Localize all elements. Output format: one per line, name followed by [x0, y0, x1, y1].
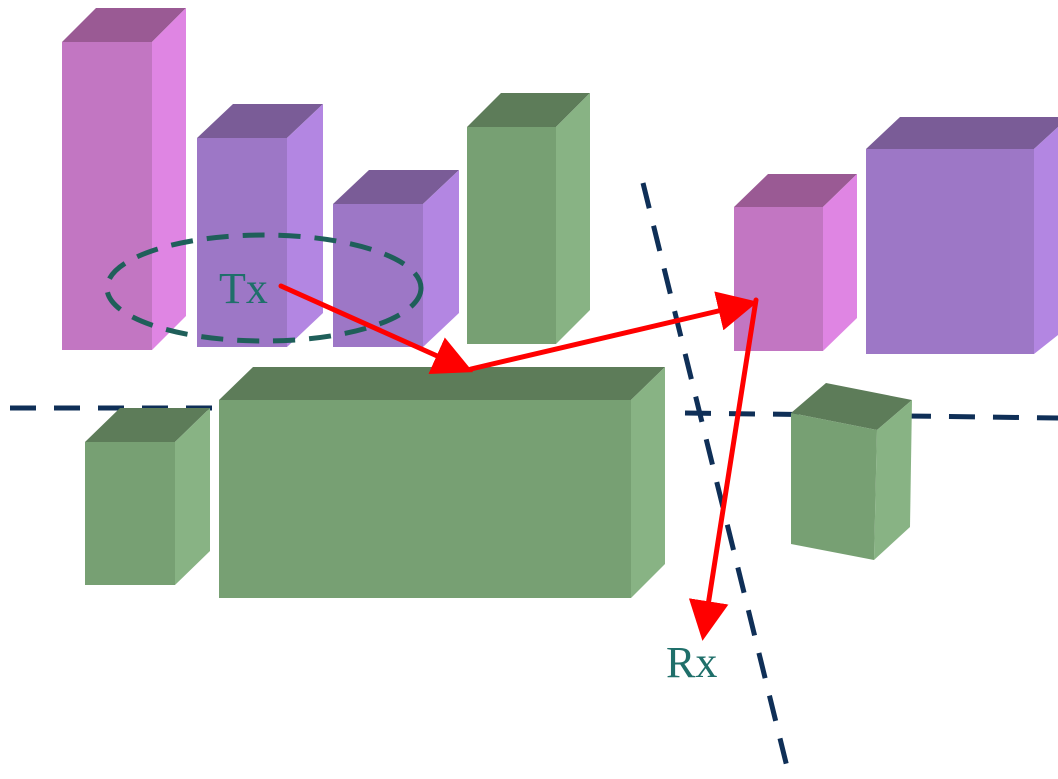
- transmitter-label: Tx: [219, 264, 268, 313]
- building-green-small-left: [85, 408, 210, 585]
- ray-segment-3: [688, 297, 759, 641]
- building-purple-2: [333, 170, 459, 347]
- building-green-small-right: [791, 383, 912, 560]
- building-purple-1: [197, 104, 323, 347]
- diagonal-dashed-boundary: [640, 182, 793, 779]
- building-green-wide: [219, 367, 665, 598]
- ray-segment-1: [278, 283, 474, 374]
- building-pink-tall: [62, 8, 186, 350]
- transmitter-dashed-ellipse: [104, 232, 424, 344]
- building-purple-right-large: [866, 117, 1058, 354]
- receiver-label: Rx: [666, 638, 717, 687]
- building-green-tall: [467, 93, 590, 344]
- ray-segment-2: [468, 291, 758, 372]
- ray-path: [278, 283, 759, 641]
